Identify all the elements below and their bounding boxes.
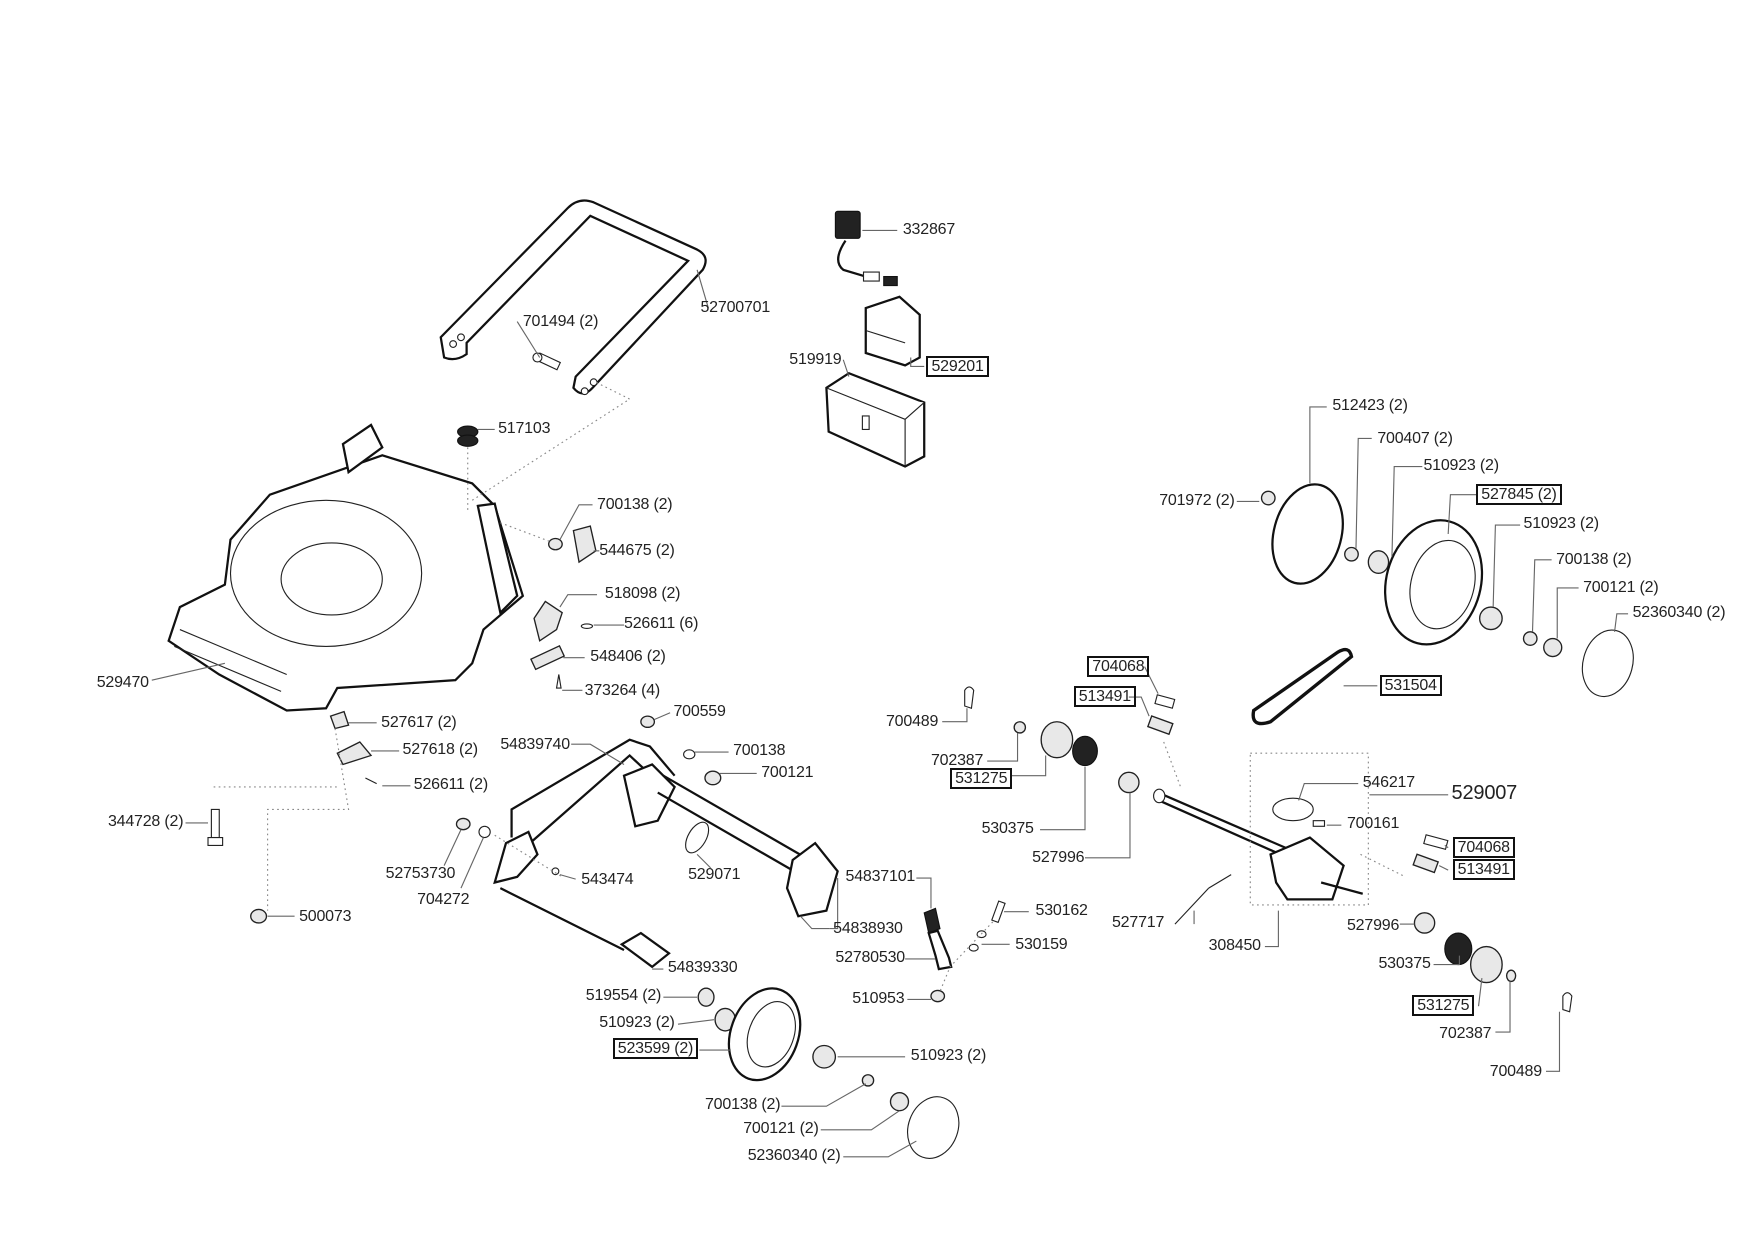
part-label-529071: 529071 — [688, 866, 741, 883]
part-label-519919: 519919 — [789, 351, 842, 369]
upper-handle — [439, 199, 707, 396]
part-label-527845: 527845 (2) — [1476, 483, 1562, 505]
part-label-701494: 701494 (2) — [522, 312, 599, 330]
part-label-52753730: 52753730 — [385, 864, 456, 882]
part-label-52360340a: 52360340 (2) — [747, 1147, 841, 1165]
part-label-531275b: 531275 — [1412, 995, 1475, 1017]
lower-left-hardware — [207, 710, 491, 924]
part-label-700559: 700559 — [673, 702, 726, 720]
drive-lever — [923, 900, 1006, 1003]
part-label-527996a: 527996 — [1032, 849, 1085, 867]
part-label-700138b: 700138 — [733, 742, 786, 760]
part-label-54839330: 54839330 — [667, 959, 738, 977]
part-label-54839740: 54839740 — [500, 735, 570, 753]
part-label-518098: 518098 (2) — [604, 584, 681, 602]
part-label-527996b: 527996 — [1346, 916, 1400, 934]
part-label-523599: 523599 (2) — [612, 1038, 699, 1060]
part-label-344728: 344728 (2) — [107, 813, 184, 831]
leader-lines — [151, 229, 1629, 1158]
rear-wheel — [1260, 483, 1634, 698]
part-label-373264: 373264 (4) — [584, 681, 661, 699]
part-label-513491b: 513491 — [1452, 859, 1515, 881]
handle-bolt — [532, 352, 562, 371]
part-label-700138a: 700138 (2) — [597, 496, 673, 514]
part-label-700138d: 700138 (2) — [1556, 551, 1632, 569]
part-label-510923d: 510923 (2) — [1523, 515, 1600, 533]
part-label-700121b: 700121 (2) — [743, 1120, 819, 1138]
drive-gears-left — [964, 686, 1176, 794]
part-label-529007: 529007 — [1451, 781, 1518, 804]
part-label-530162: 530162 — [1035, 901, 1088, 919]
grommet — [457, 425, 479, 447]
part-label-546217: 546217 — [1362, 773, 1415, 791]
part-label-700489a: 700489 — [885, 713, 939, 731]
part-label-510923a: 510923 (2) — [599, 1014, 675, 1032]
part-label-700407: 700407 (2) — [1377, 429, 1453, 447]
part-label-510953: 510953 — [852, 989, 905, 1007]
part-label-704272: 704272 — [417, 890, 470, 908]
part-label-702387b: 702387 — [1439, 1024, 1492, 1042]
part-label-700121a: 700121 — [761, 763, 814, 781]
part-label-54837101: 54837101 — [845, 868, 916, 886]
part-label-517103: 517103 — [498, 419, 551, 437]
part-label-702387a: 702387 — [930, 752, 984, 770]
height-adjust-parts — [530, 525, 597, 689]
part-label-700121c: 700121 (2) — [1583, 579, 1659, 597]
part-label-527618: 527618 (2) — [402, 741, 479, 759]
part-label-544675: 544675 (2) — [599, 542, 675, 560]
part-label-526611b: 526611 (2) — [413, 776, 488, 794]
part-label-704068b: 704068 — [1452, 836, 1515, 858]
part-label-530159: 530159 — [1015, 935, 1068, 953]
transmission — [1153, 752, 1369, 925]
part-label-543474: 543474 — [581, 870, 634, 888]
part-label-308450: 308450 — [1208, 936, 1261, 954]
part-label-510923b: 510923 (2) — [910, 1047, 987, 1065]
battery-charger — [834, 210, 898, 287]
part-label-548406: 548406 (2) — [590, 647, 666, 665]
part-label-529201: 529201 — [926, 355, 989, 377]
part-label-701972: 701972 (2) — [1159, 491, 1235, 509]
part-label-700489b: 700489 — [1489, 1062, 1542, 1080]
lower-handle-frame — [493, 715, 839, 969]
battery-box — [825, 371, 926, 468]
part-label-512423: 512423 (2) — [1332, 397, 1408, 415]
part-label-510923c: 510923 (2) — [1423, 456, 1499, 474]
part-label-530375a: 530375 — [981, 819, 1034, 837]
part-label-52360340b: 52360340 (2) — [1632, 604, 1726, 622]
part-label-500073: 500073 — [299, 907, 352, 925]
part-label-700161: 700161 — [1346, 815, 1400, 833]
part-label-527717: 527717 — [1111, 914, 1165, 932]
part-label-529470: 529470 — [96, 673, 149, 691]
drive-gears-right — [1412, 834, 1573, 1013]
front-wheel — [697, 987, 960, 1159]
part-label-527617: 527617 (2) — [381, 714, 457, 732]
part-label-513491a: 513491 — [1073, 686, 1136, 708]
drive-belt — [1251, 647, 1354, 726]
part-label-52780530: 52780530 — [835, 949, 905, 967]
part-label-54838930: 54838930 — [833, 919, 903, 937]
part-label-52700701: 52700701 — [700, 299, 771, 317]
part-label-530375b: 530375 — [1378, 954, 1431, 972]
part-label-704068a: 704068 — [1087, 655, 1150, 677]
assembly-lines — [213, 381, 1406, 992]
part-label-531504: 531504 — [1379, 674, 1442, 696]
mower-deck — [167, 423, 525, 712]
battery-plug — [864, 295, 921, 367]
part-label-332867: 332867 — [902, 220, 956, 238]
part-label-700138c: 700138 (2) — [704, 1096, 781, 1114]
part-label-531275a: 531275 — [950, 768, 1013, 790]
part-label-526611a: 526611 (6) — [624, 615, 699, 633]
part-label-519554: 519554 (2) — [585, 987, 662, 1005]
